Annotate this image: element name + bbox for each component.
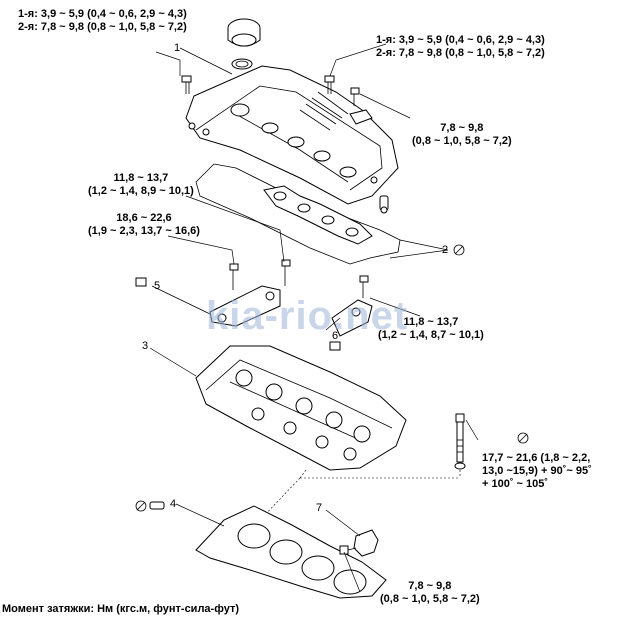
torque-line: (0,8 ~ 1,0, 5,8 ~ 7,2) bbox=[380, 593, 480, 605]
cylinder-head-cover bbox=[185, 65, 399, 205]
part-number-1: 1 bbox=[174, 42, 181, 54]
torque-callout-top-right: 1-я: 3,9 ~ 5,9 (0,4 ~ 0,6, 2,9 ~ 4,3) 2-… bbox=[376, 34, 545, 60]
head-bolt bbox=[454, 413, 466, 470]
torque-callout-bracket-a: 11,8 ~ 13,7 (1,2 ~ 1,4, 8,9 ~ 10,1) bbox=[88, 172, 194, 198]
torque-line: 18,6 ~ 22,6 bbox=[116, 212, 172, 224]
torque-line: 1-я: 3,9 ~ 5,9 (0,4 ~ 0,6, 2,9 ~ 4,3) bbox=[18, 8, 187, 20]
torque-callout-cover-bracket: 7,8 ~ 9,8 (0,8 ~ 1,0, 5,8 ~ 7,2) bbox=[412, 122, 512, 148]
part-number-7: 7 bbox=[316, 502, 323, 514]
watermark: kia-rio.net bbox=[206, 294, 409, 338]
dashed-alignment-lines bbox=[259, 469, 461, 521]
torque-line: 2-я: 7,8 ~ 9,8 (0,8 ~ 1,0, 5,8 ~ 7,2) bbox=[18, 21, 187, 33]
part-number-3: 3 bbox=[142, 340, 149, 352]
temperature-sensor bbox=[339, 529, 379, 557]
gasket-dowel bbox=[149, 501, 165, 510]
pcv-valve bbox=[379, 195, 389, 214]
engine-hanger-left bbox=[209, 285, 281, 327]
torque-line: (1,2 ~ 1,4, 8,9 ~ 10,1) bbox=[88, 185, 194, 197]
spark-plug-gaskets bbox=[263, 185, 373, 245]
engine-hanger-right bbox=[331, 299, 373, 337]
cylinder-head-gasket bbox=[195, 505, 387, 599]
clip-part-6 bbox=[329, 341, 341, 351]
torque-callout-hanger-right: 11,8 ~ 13,7 (1,2 ~ 1,4, 8,7 ~ 10,1) bbox=[378, 316, 484, 342]
no-reuse-icon-head-bolt bbox=[517, 432, 529, 444]
torque-line: 7,8 ~ 9,8 bbox=[408, 580, 452, 592]
part-number-2: 2 bbox=[442, 244, 449, 256]
cover-gasket-outer bbox=[195, 163, 401, 265]
torque-line: (1,9 ~ 2,3, 13,7 ~ 16,6) bbox=[88, 225, 200, 237]
part-number-5: 5 bbox=[154, 280, 161, 292]
no-reuse-icon bbox=[453, 244, 465, 256]
torque-line: (0,8 ~ 1,0, 5,8 ~ 7,2) bbox=[412, 135, 512, 147]
torque-callout-head-bolt: 17,7 ~ 21,6 (1,8 ~ 2,2, 13,0 ~15,9) + 90… bbox=[482, 452, 592, 491]
torque-line: + 100˚ ~ 105˚ bbox=[482, 478, 549, 490]
clip-part-5 bbox=[135, 277, 147, 287]
torque-line: 7,8 ~ 9,8 bbox=[440, 122, 484, 134]
torque-line: 11,8 ~ 13,7 bbox=[113, 172, 169, 184]
torque-units-footer: Момент затяжки: Нм (кгс.м, фунт-сила-фут… bbox=[2, 603, 239, 615]
cover-bracket-bolt bbox=[349, 87, 373, 125]
torque-callout-sensor: 7,8 ~ 9,8 (0,8 ~ 1,0, 5,8 ~ 7,2) bbox=[380, 580, 480, 606]
bracket-bolts bbox=[229, 259, 369, 298]
torque-line: 17,7 ~ 21,6 (1,8 ~ 2,2, bbox=[482, 452, 591, 464]
torque-callout-top-left: 1-я: 3,9 ~ 5,9 (0,4 ~ 0,6, 2,9 ~ 4,3) 2-… bbox=[18, 8, 187, 34]
oil-filler-cap bbox=[227, 18, 261, 70]
part-number-6: 6 bbox=[332, 330, 339, 342]
part-number-4: 4 bbox=[170, 498, 177, 510]
leader-lines bbox=[149, 43, 479, 593]
torque-line: 13,0 ~15,9) + 90˚~ 95˚ bbox=[482, 465, 592, 477]
torque-callout-bracket-b: 18,6 ~ 22,6 (1,9 ~ 2,3, 13,7 ~ 16,6) bbox=[88, 212, 200, 238]
torque-line: (1,2 ~ 1,4, 8,7 ~ 10,1) bbox=[378, 329, 484, 341]
torque-line: 2-я: 7,8 ~ 9,8 (0,8 ~ 1,0, 5,8 ~ 7,2) bbox=[376, 47, 545, 59]
torque-line: 1-я: 3,9 ~ 5,9 (0,4 ~ 0,6, 2,9 ~ 4,3) bbox=[376, 34, 545, 46]
cover-bolt-left bbox=[181, 75, 192, 94]
no-reuse-icon-gasket bbox=[135, 500, 147, 512]
torque-line: 11,8 ~ 13,7 bbox=[403, 316, 459, 328]
cover-bolt-right bbox=[324, 75, 335, 94]
cylinder-head bbox=[195, 345, 407, 471]
